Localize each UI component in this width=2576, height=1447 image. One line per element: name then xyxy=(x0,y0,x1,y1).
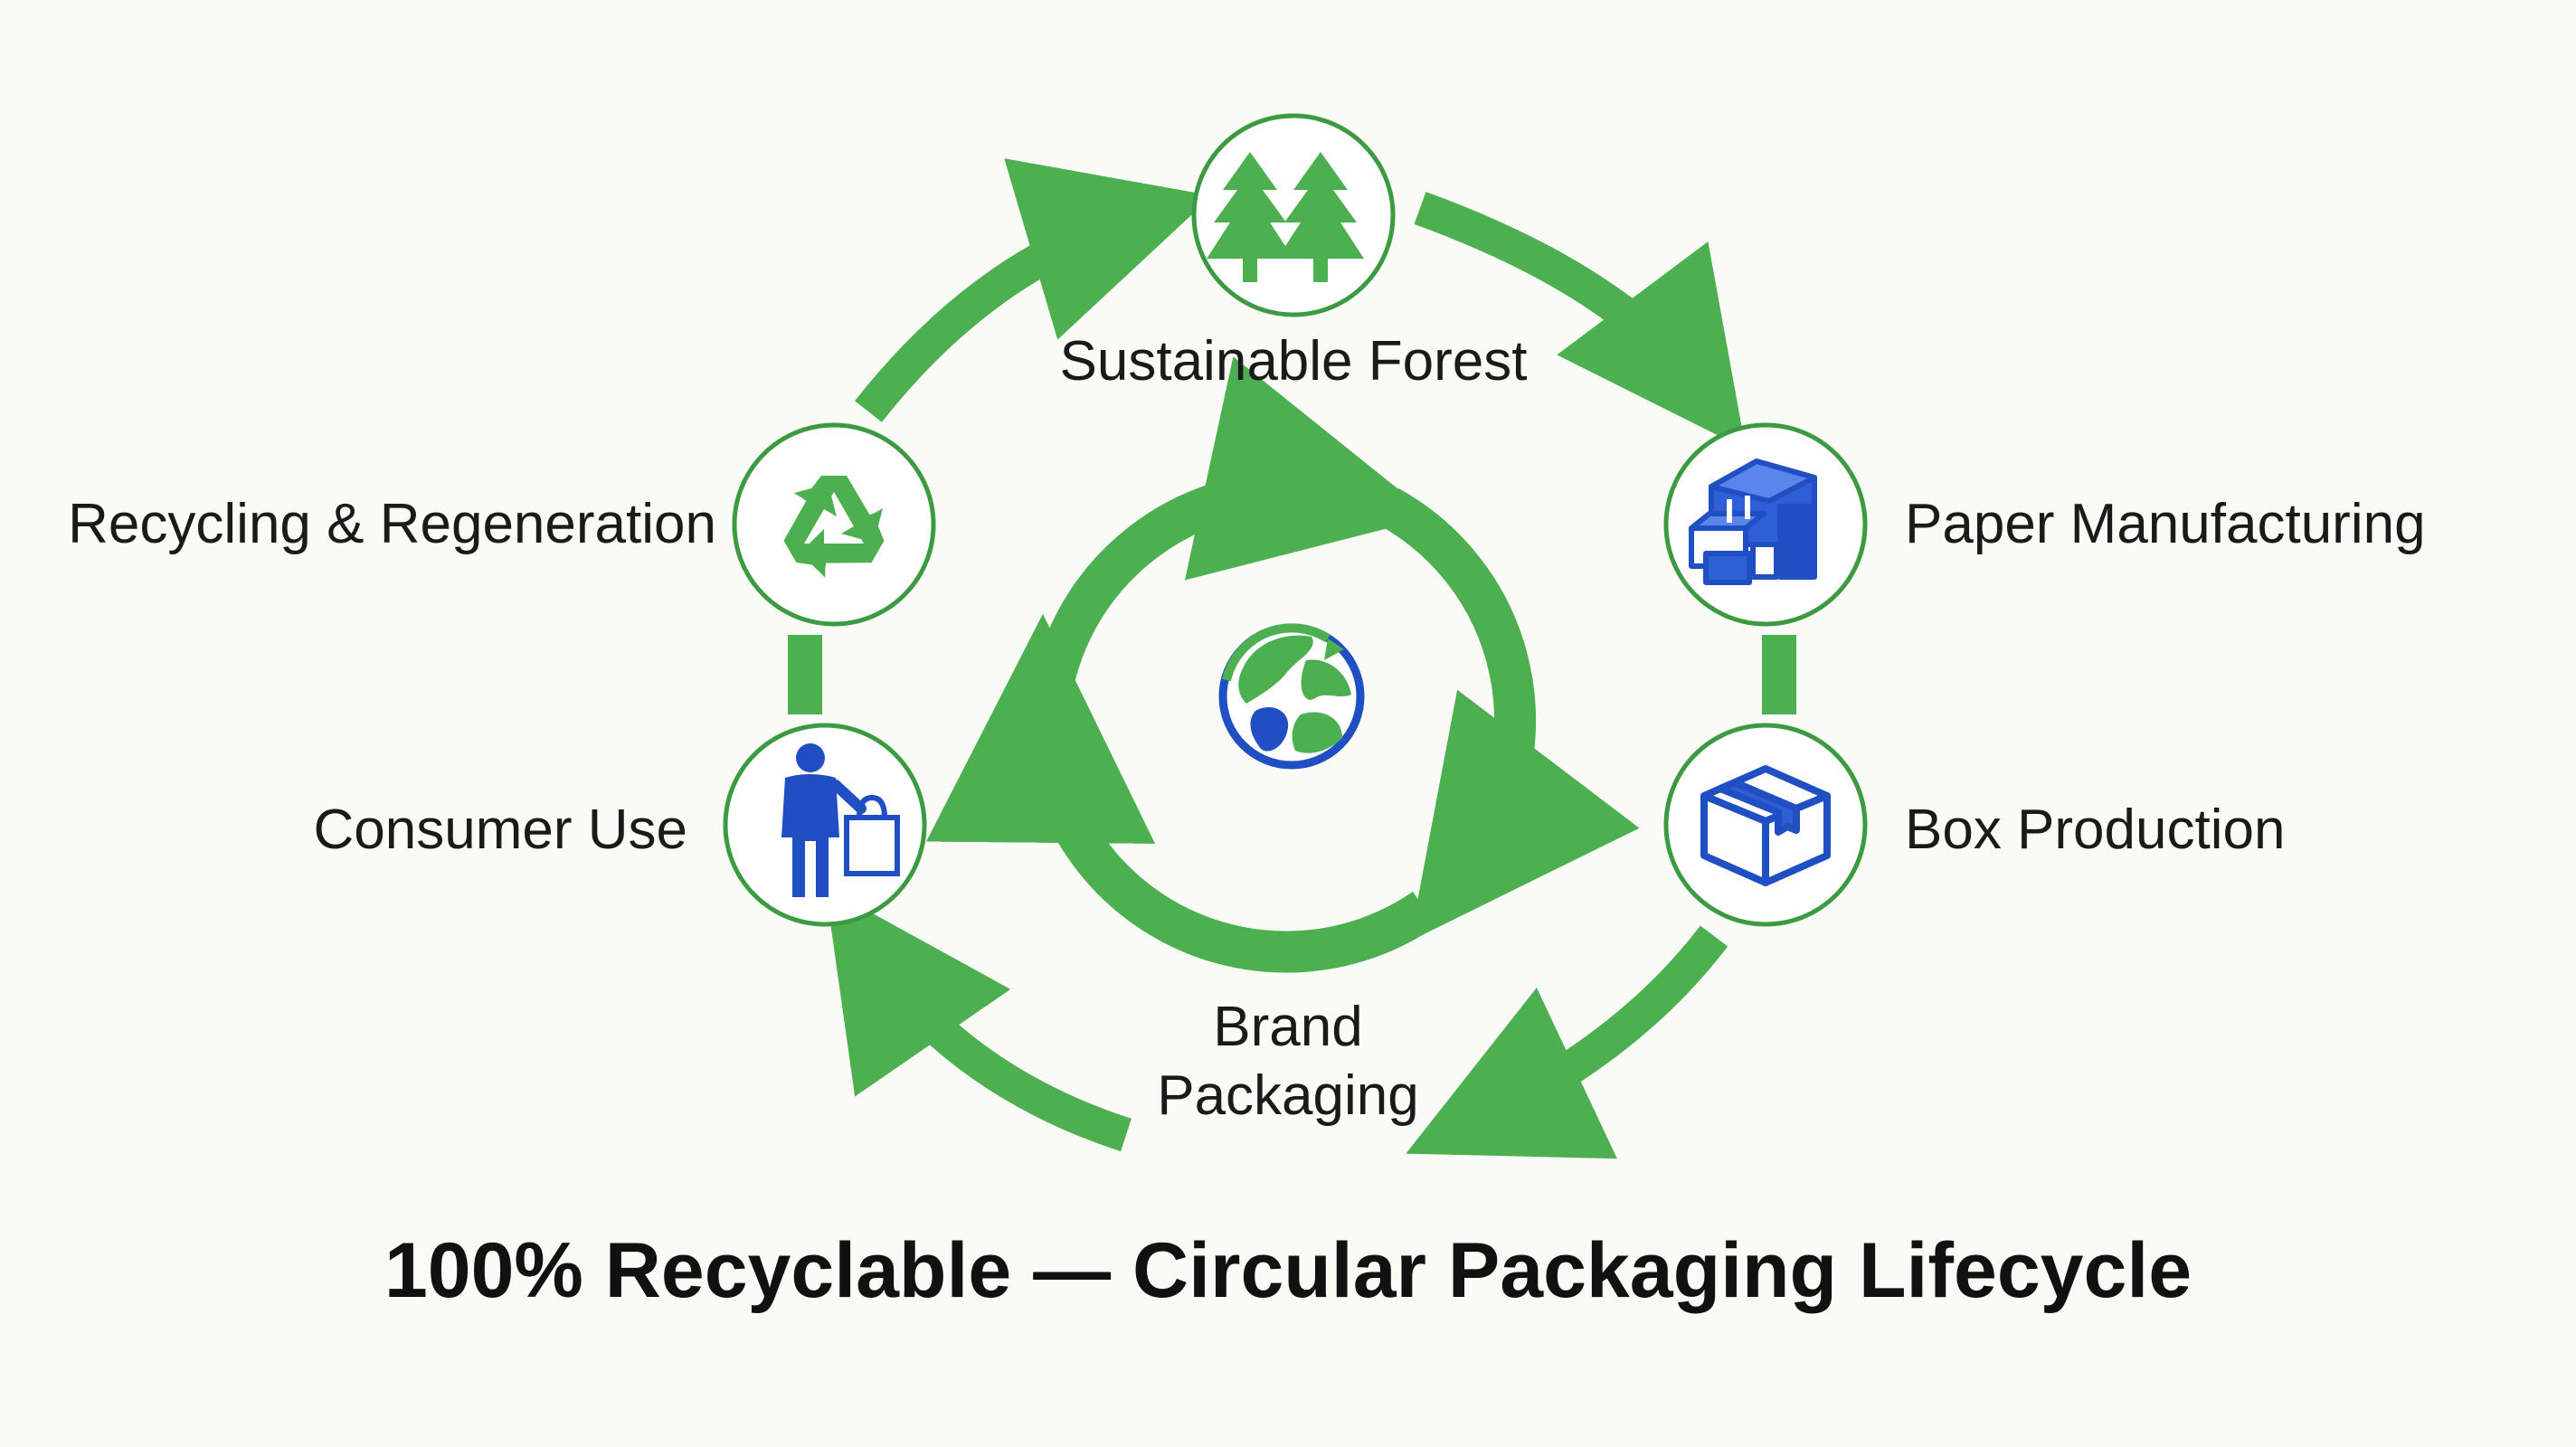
forest-label: Sustainable Forest xyxy=(1059,330,1528,392)
recycling-node xyxy=(732,422,936,627)
recycling-label: Recycling & Regeneration xyxy=(68,493,716,555)
box-label: Box Production xyxy=(1905,799,2286,861)
person-shopping-bag-icon xyxy=(781,743,900,897)
globe-recycle-icon xyxy=(1218,623,1365,770)
paper-label: Paper Manufacturing xyxy=(1905,493,2426,555)
inner-cycle-arrows xyxy=(926,356,1640,973)
arrow-brand-to-consumer xyxy=(825,887,1132,1152)
factory-icon xyxy=(1689,459,1817,585)
diagram-title: 100% Recyclable — Circular Packaging Lif… xyxy=(384,1227,2192,1314)
arrow-recycling-to-forest xyxy=(855,158,1213,422)
brand-label-line2: Packaging xyxy=(1157,1064,1419,1127)
recycle-icon xyxy=(783,476,885,578)
brand-label-line1: Brand xyxy=(1213,996,1363,1058)
outer-cycle-arrows xyxy=(788,158,1796,1159)
consumer-label: Consumer Use xyxy=(313,799,687,861)
inner-arrow-right xyxy=(1378,487,1640,941)
arrow-box-to-brand xyxy=(1406,925,1728,1159)
inner-arrow-bottom xyxy=(926,613,1437,973)
trees-icon xyxy=(1207,152,1364,282)
arrow-forest-to-paper xyxy=(1414,192,1747,449)
box-icon xyxy=(1700,765,1831,886)
